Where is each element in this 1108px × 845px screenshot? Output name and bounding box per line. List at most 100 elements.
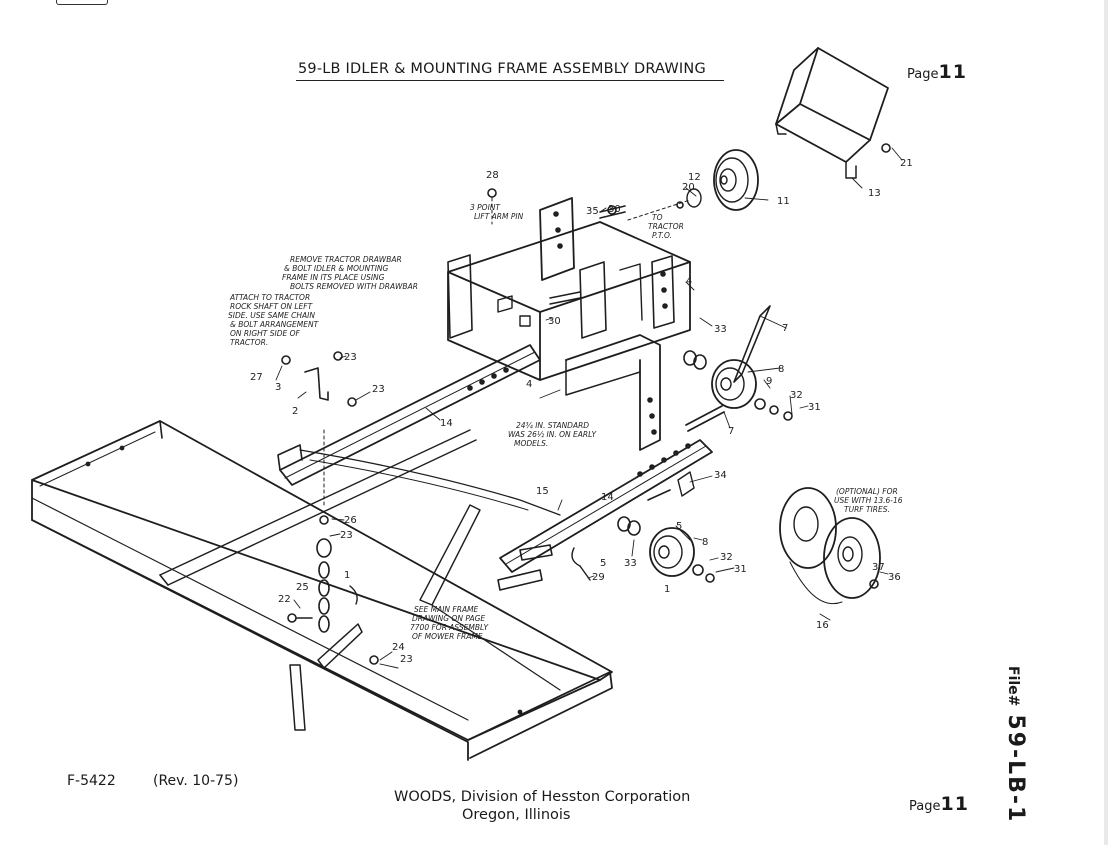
note-main-frame-4: OF MOWER FRAME. xyxy=(412,632,485,641)
callout-35: 35 xyxy=(586,206,599,217)
callout-23c: 23 xyxy=(340,530,353,541)
callout-8a: 8 xyxy=(778,364,784,375)
note-optional-2: USE WITH 13.6-16 xyxy=(834,496,903,505)
note-width-2: WAS 26½ IN. ON EARLY xyxy=(508,430,598,439)
callout-24: 24 xyxy=(392,642,405,653)
sheet-edge xyxy=(1104,0,1108,845)
file-label: File# xyxy=(1005,666,1021,707)
page-value-bottom: 11 xyxy=(940,793,969,815)
main-beams xyxy=(159,344,713,691)
note-pto-2: TRACTOR xyxy=(648,222,684,231)
note-drawbar-1: REMOVE TRACTOR DRAWBAR xyxy=(290,255,402,264)
callout-3: 3 xyxy=(275,382,281,393)
revision-label: (Rev. 10-75) xyxy=(153,773,239,789)
file-tag: File# 59-LB-1 xyxy=(1003,666,1046,823)
assembly-notes: 3 POINT LIFT ARM PIN TO TRACTOR P.T.O. R… xyxy=(228,203,903,641)
drive-pulley xyxy=(627,149,759,221)
page-value: 11 xyxy=(938,61,967,83)
form-number: F-5422 xyxy=(67,773,116,789)
rock-shaft-chain xyxy=(281,351,358,633)
callout-5b: 5 xyxy=(600,558,606,569)
sheet-corner-tab xyxy=(56,0,108,5)
callout-1b: 1 xyxy=(664,584,670,595)
title-underline xyxy=(296,80,724,82)
lower-idler-pulley xyxy=(617,471,715,583)
file-number: 59-LB-1 xyxy=(1003,714,1028,824)
page-number-bottom: Page11 xyxy=(909,793,969,815)
callout-23b: 23 xyxy=(372,384,385,395)
callout-14a: 14 xyxy=(440,418,453,429)
callout-32a: 32 xyxy=(790,390,803,401)
note-lift-arm-pin-2: LIFT ARM PIN xyxy=(474,212,524,221)
callout-23a: 23 xyxy=(344,352,357,363)
callout-20: 20 xyxy=(682,182,695,193)
callout-28: 28 xyxy=(486,170,499,181)
note-optional-3: TURF TIRES. xyxy=(844,505,890,514)
callout-30a: 30 xyxy=(608,204,621,215)
page-label: Page xyxy=(907,67,939,82)
mower-deck xyxy=(31,420,613,761)
note-main-frame-2: DRAWING ON PAGE xyxy=(412,614,485,623)
belt-guard xyxy=(775,47,891,179)
callout-9: 9 xyxy=(766,376,772,387)
note-drawbar-3: FRAME IN ITS PLACE USING xyxy=(282,273,385,282)
callout-31b: 31 xyxy=(734,564,747,575)
callout-36: 36 xyxy=(888,572,901,583)
callout-33b: 33 xyxy=(624,558,637,569)
callout-37: 37 xyxy=(872,562,885,573)
callout-15: 15 xyxy=(536,486,549,497)
callout-32b: 32 xyxy=(720,552,733,563)
note-rockshaft-3: SIDE. USE SAME CHAIN xyxy=(228,311,315,320)
callout-33a: 33 xyxy=(714,324,727,335)
leader-lines xyxy=(275,147,903,669)
drawing-title: 59-LB IDLER & MOUNTING FRAME ASSEMBLY DR… xyxy=(298,61,706,77)
company-name: WOODS, Division of Hesston Corporation xyxy=(394,789,691,805)
callout-26: 26 xyxy=(344,515,357,526)
note-drawbar-2: & BOLT IDLER & MOUNTING xyxy=(284,264,389,273)
note-pto-1: TO xyxy=(652,213,663,222)
callout-16: 16 xyxy=(816,620,829,631)
callout-21: 21 xyxy=(900,158,913,169)
callout-34: 34 xyxy=(714,470,727,481)
callout-27: 27 xyxy=(250,372,263,383)
callout-14b: 14 xyxy=(601,492,614,503)
callout-31a: 31 xyxy=(808,402,821,413)
callout-8b: 8 xyxy=(702,537,708,548)
note-width-3: MODELS. xyxy=(514,439,548,448)
note-optional-1: (OPTIONAL) FOR xyxy=(836,487,898,496)
file-tag-text: File# 59-LB-1 xyxy=(1003,666,1028,823)
callout-11: 11 xyxy=(777,196,790,207)
note-lift-arm-pin-1: 3 POINT xyxy=(470,203,501,212)
callout-29: 29 xyxy=(592,572,605,583)
note-rockshaft-5: ON RIGHT SIDE OF xyxy=(230,329,301,338)
note-rockshaft-4: & BOLT ARRANGEMENT xyxy=(230,320,320,329)
callout-13: 13 xyxy=(868,188,881,199)
page-label-bottom: Page xyxy=(909,799,941,814)
note-pto-3: P.T.O. xyxy=(652,231,672,240)
note-rockshaft-2: ROCK SHAFT ON LEFT xyxy=(230,302,314,311)
callout-30b: 30 xyxy=(548,316,561,327)
callout-5a: 5 xyxy=(676,521,682,532)
hitch-pin-assembly xyxy=(289,544,591,731)
callout-23d: 23 xyxy=(400,654,413,665)
callout-4a: 4 xyxy=(526,379,532,390)
callout-7a: 7 xyxy=(782,323,788,334)
optional-gauge-wheels xyxy=(779,487,881,604)
idler-arm-pulley xyxy=(683,305,793,432)
note-drawbar-4: BOLTS REMOVED WITH DRAWBAR xyxy=(290,282,418,291)
callout-2: 2 xyxy=(292,406,298,417)
note-main-frame-3: 7700 FOR ASSEMBLY xyxy=(410,623,489,632)
company-location: Oregon, Illinois xyxy=(462,807,571,823)
idler-mounting-frame xyxy=(447,197,691,451)
part-callouts: 11 12 20 13 21 7 33 8 9 32 31 7 34 5 8 3… xyxy=(250,158,913,665)
callout-1: 1 xyxy=(344,570,350,581)
page-number-top: Page11 xyxy=(907,61,967,83)
note-main-frame-1: SEE MAIN FRAME xyxy=(414,605,479,614)
note-rockshaft-6: TRACTOR. xyxy=(230,338,268,347)
callout-22: 22 xyxy=(278,594,291,605)
note-width-1: 24¾ IN. STANDARD xyxy=(516,421,589,430)
note-rockshaft-1: ATTACH TO TRACTOR xyxy=(229,293,310,302)
callout-4b: 4 xyxy=(686,276,692,287)
